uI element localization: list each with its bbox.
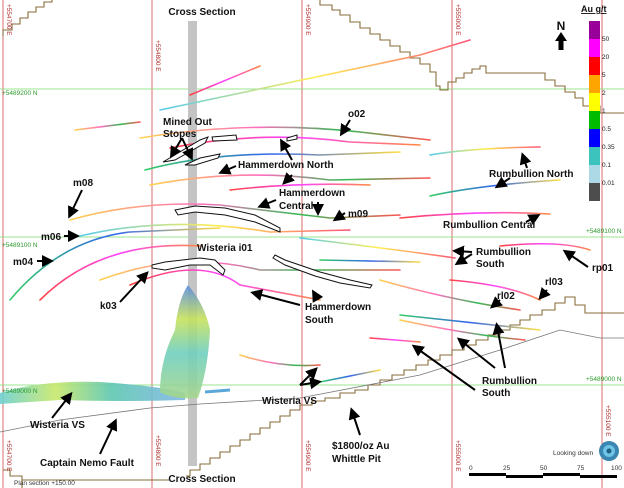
label-rumbullion-south: Rumbullion xyxy=(476,247,531,258)
label-hammerdown-south: Hammerdown xyxy=(305,302,371,313)
grid-label-e2: +554900 E xyxy=(304,4,311,36)
label-m08: m08 xyxy=(73,178,93,189)
label-rumbullion-south-2: South xyxy=(476,259,504,270)
grid-label-e0-bottom: +554700 E xyxy=(5,440,12,472)
grid-label-n0: +5489200 N xyxy=(2,90,38,97)
grid-label-e1: +554800 E xyxy=(154,40,161,72)
grid-label-e0: +554700 E xyxy=(5,4,12,36)
view-direction-label: Looking down xyxy=(553,450,593,457)
label-m09: m09 xyxy=(348,209,368,220)
legend-label: 0.35 xyxy=(602,144,615,151)
grid-label-e4-bottom: +555100 E xyxy=(604,405,611,437)
grid-label-n1-right: +5489100 N xyxy=(586,228,622,235)
north-arrow-icon: N xyxy=(555,19,567,50)
legend-swatch xyxy=(589,39,600,57)
annotation-arrows xyxy=(37,119,589,455)
legend-swatch xyxy=(589,147,600,165)
legend-label: 0.01 xyxy=(602,180,615,187)
label-k03: k03 xyxy=(100,301,117,312)
label-hammerdown-south-2: South xyxy=(305,315,333,326)
cross-section-line xyxy=(188,21,197,466)
grid-easting-labels: +554700 E +554800 E +554900 E +555000 E … xyxy=(5,4,611,472)
cross-section-title-bottom: Cross Section xyxy=(168,474,235,485)
label-hammerdown-north: Hammerdown North xyxy=(238,160,334,171)
grid-label-e1-bottom: +554800 E xyxy=(154,435,161,467)
label-rumbullion-south-lower-2: South xyxy=(482,388,510,399)
captain-nemo-fault-line xyxy=(0,329,624,433)
legend-label: 20 xyxy=(602,54,610,61)
scale-bar: 0 25 50 75 100 xyxy=(469,465,622,478)
label-rp01: rp01 xyxy=(592,263,614,274)
label-rumbullion-south-lower: Rumbullion xyxy=(482,376,537,387)
grid-label-e2-bottom: +554900 E xyxy=(304,440,311,472)
scale-tick-50: 50 xyxy=(540,465,548,472)
au-grade-legend: Au g/t 50 20 5 2 1 0.5 0.35 0.1 0.01 xyxy=(581,4,615,201)
legend-swatch xyxy=(589,93,600,111)
legend-swatch xyxy=(589,183,600,201)
legend-label: 5 xyxy=(602,72,606,79)
label-hammerdown-central: Hammerdown xyxy=(279,188,345,199)
label-captain-nemo-fault: Captain Nemo Fault xyxy=(40,458,135,469)
north-label: N xyxy=(557,19,566,33)
legend-label: 0.1 xyxy=(602,162,611,169)
legend-swatch xyxy=(589,21,600,39)
legend-title: Au g/t xyxy=(581,4,607,14)
label-rumbullion-north: Rumbullion North xyxy=(489,169,573,180)
label-pit-price: $1800/oz Au xyxy=(332,441,389,452)
grid-label-e3: +555000 E xyxy=(454,4,461,36)
plan-section-label: Plan section +150.00 xyxy=(14,480,75,487)
label-wisteria-vs-left: Wisteria VS xyxy=(30,420,85,431)
scale-tick-0: 0 xyxy=(469,465,473,472)
wisteria-vs-body xyxy=(0,381,185,404)
label-rl02: rl02 xyxy=(497,291,515,302)
label-o02: o02 xyxy=(348,109,366,120)
scale-tick-100: 100 xyxy=(611,465,622,472)
scale-tick-25: 25 xyxy=(503,465,511,472)
legend-label: 50 xyxy=(602,36,610,43)
grid-eastings xyxy=(2,0,603,488)
vein-traces xyxy=(9,39,591,383)
scale-tick-75: 75 xyxy=(577,465,585,472)
label-wisteria-vs-mid: Wisteria VS xyxy=(262,396,317,407)
label-mined-out: Mined Out xyxy=(163,117,213,128)
legend-swatch xyxy=(589,129,600,147)
legend-swatch xyxy=(589,165,600,183)
grid-label-n2: +5489000 N xyxy=(2,388,38,395)
wisteria-vs-fragment xyxy=(204,388,231,394)
legend-swatch xyxy=(589,57,600,75)
grid-label-n2-right: +5489000 N xyxy=(586,376,622,383)
legend-label: 2 xyxy=(602,90,606,97)
grid-label-e3-bottom: +555000 E xyxy=(454,440,461,472)
legend-label: 1 xyxy=(602,108,606,115)
grid-label-n1: +5489100 N xyxy=(2,242,38,249)
label-whittle-pit: Whittle Pit xyxy=(332,454,382,465)
label-hammerdown-central-2: Central xyxy=(279,201,314,212)
grid-northings xyxy=(0,88,624,386)
legend-label: 0.5 xyxy=(602,126,611,133)
label-stopes: Stopes xyxy=(163,129,197,140)
view-direction-globe-icon xyxy=(599,441,619,461)
wisteria-i01-body xyxy=(160,285,210,399)
label-m06: m06 xyxy=(41,232,61,243)
label-m04: m04 xyxy=(13,257,33,268)
label-rl03: rl03 xyxy=(545,277,563,288)
legend-swatch xyxy=(589,75,600,93)
cross-section-title-top: Cross Section xyxy=(168,7,235,18)
mined-out-stopes xyxy=(151,134,373,289)
label-rumbullion-central: Rumbullion Central xyxy=(443,220,535,231)
legend-swatch xyxy=(589,111,600,129)
label-wisteria-i01: Wisteria i01 xyxy=(197,243,253,254)
